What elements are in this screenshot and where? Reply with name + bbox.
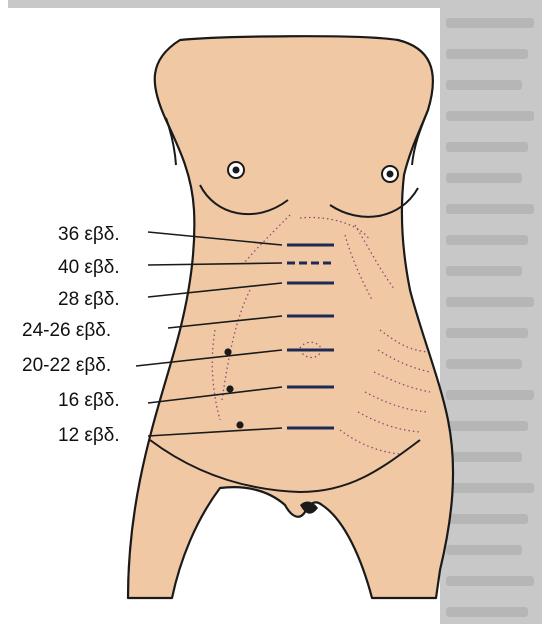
- left-nipple-icon: [228, 162, 244, 178]
- blurred-text-line: [446, 235, 528, 245]
- week-label-text: 12 εβδ.: [58, 425, 120, 446]
- blurred-text-line: [446, 545, 522, 555]
- blurred-text-line: [446, 359, 522, 369]
- marker-dot-16: [226, 385, 233, 392]
- right-nipple-icon: [382, 166, 398, 182]
- blurred-text-line: [446, 514, 528, 524]
- blurred-text-line: [446, 421, 528, 431]
- week-label-text: 20-22 εβδ.: [22, 355, 111, 376]
- blurred-text-line: [446, 328, 528, 338]
- blurred-text-line: [446, 80, 522, 90]
- panel-left-edge: [0, 0, 8, 624]
- blurred-text-line: [446, 111, 534, 121]
- blurred-text-line: [446, 266, 522, 276]
- blurred-text-line: [446, 142, 528, 152]
- marker-dot-12: [236, 421, 243, 428]
- blurred-text-line: [446, 204, 534, 214]
- week-label-text: 36 εβδ.: [58, 224, 120, 245]
- blurred-text-line: [446, 452, 522, 462]
- week-label-text: 40 εβδ.: [58, 257, 120, 278]
- blurred-text-line: [446, 297, 534, 307]
- week-label-text: 24-26 εβδ.: [22, 320, 111, 341]
- blurred-text-line: [446, 390, 534, 400]
- blurred-text-line: [446, 576, 534, 586]
- week-label-text: 28 εβδ.: [58, 289, 120, 310]
- blurred-text-line: [446, 49, 528, 59]
- blurred-text-line: [446, 173, 522, 183]
- marker-dot-20-22: [224, 348, 231, 355]
- week-label-text: 16 εβδ.: [58, 390, 120, 411]
- blurred-text-line: [446, 607, 528, 617]
- blurred-text-line: [446, 483, 534, 493]
- blurred-text-line: [446, 18, 534, 28]
